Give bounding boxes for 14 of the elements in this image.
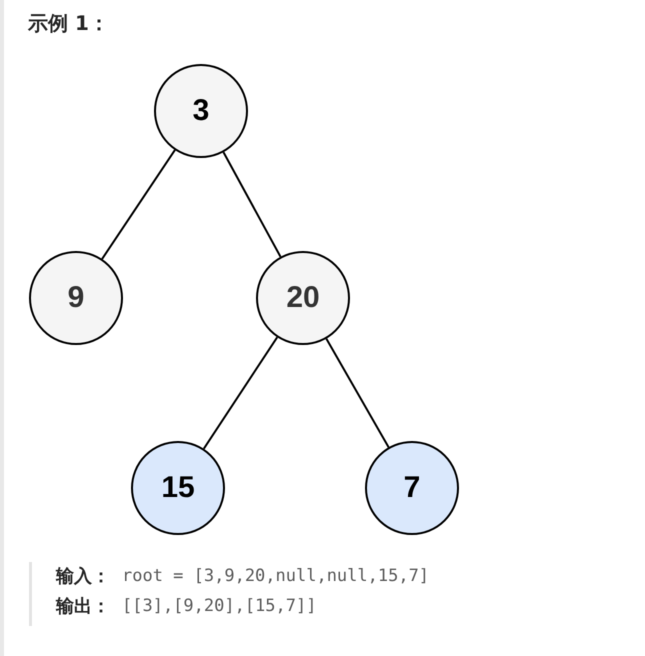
tree-edge xyxy=(203,336,278,450)
example-heading: 示例 1： xyxy=(28,10,109,37)
tree-edge xyxy=(101,150,176,260)
tree-node-circle: 7 xyxy=(365,441,459,535)
field-label: 输入： xyxy=(56,565,110,588)
code-text: [[3],[9,20],[15,7]] xyxy=(122,595,316,618)
tree-node-circle: 20 xyxy=(256,251,350,345)
tree-edge xyxy=(326,338,390,448)
code-text: root = [3,9,20,null,null,15,7] xyxy=(122,565,430,588)
tree-edge xyxy=(222,152,282,258)
tree-node-circle: 15 xyxy=(131,441,225,535)
field-label: 输出： xyxy=(56,595,110,618)
tree-node-circle: 9 xyxy=(29,251,123,345)
tree-node-circle: 3 xyxy=(154,64,248,158)
